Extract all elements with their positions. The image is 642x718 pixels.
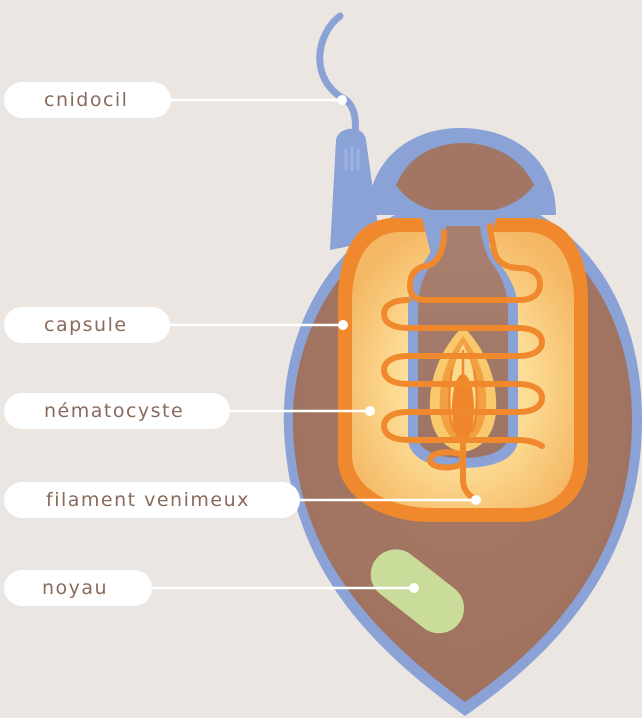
label-nematocyst: nématocyste <box>4 393 230 429</box>
label-cnidocil: cnidocil <box>4 82 171 118</box>
label-nucleus: noyau <box>4 570 152 606</box>
cnidocil-hair <box>320 16 356 145</box>
label-capsule: capsule <box>4 307 170 343</box>
label-venom-filament: filament venimeux <box>4 482 300 518</box>
